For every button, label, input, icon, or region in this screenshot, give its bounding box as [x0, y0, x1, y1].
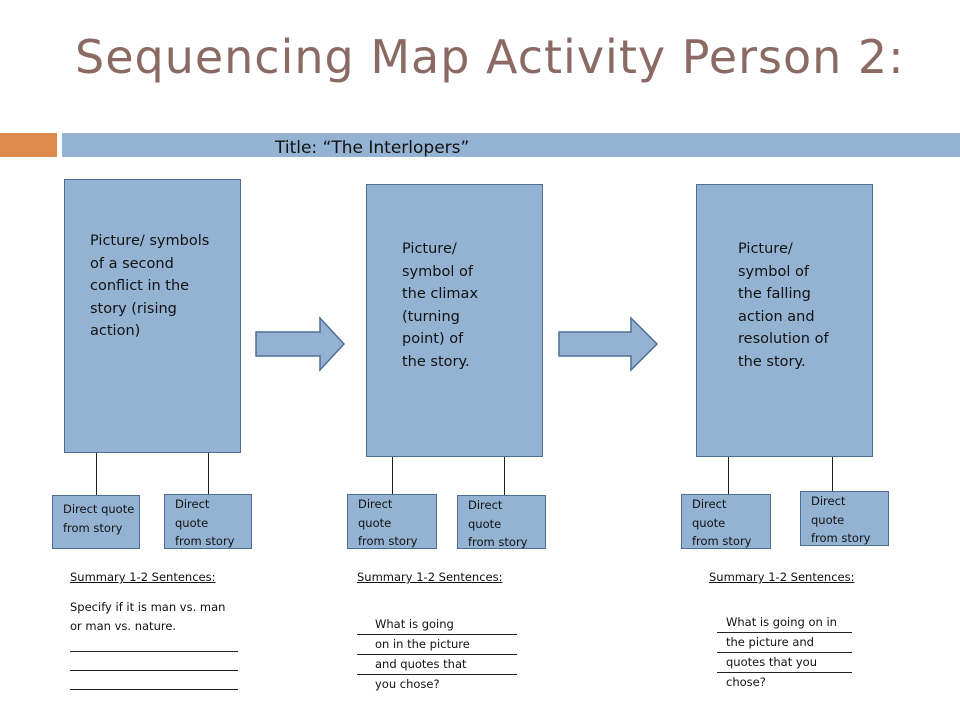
accent-bar-orange — [0, 133, 57, 157]
summary-line: and quotes that — [357, 655, 517, 675]
panel-line: the climax — [402, 286, 479, 302]
arrow-right-icon — [255, 316, 346, 372]
answer-line — [70, 651, 238, 652]
summary-line: What is going — [357, 615, 517, 635]
summary-line: you chose? — [375, 677, 440, 691]
answer-line — [70, 670, 238, 671]
panel-line: action and — [738, 308, 815, 325]
quote-line: from story — [358, 534, 418, 548]
connector-line — [96, 453, 97, 495]
panel-line: Picture/ symbols — [90, 233, 210, 249]
connector-line — [208, 453, 209, 495]
panel-line: the story. — [402, 353, 470, 370]
quote-box: Direct quote from story — [52, 495, 140, 549]
quote-line: quote — [811, 512, 845, 527]
panel-climax — [366, 184, 543, 457]
connector-line — [832, 457, 833, 491]
slide-title: Sequencing Map Activity Person 2: — [75, 30, 905, 84]
summary-line: the picture and — [717, 633, 852, 653]
answer-line — [70, 689, 238, 690]
panel-line: Picture/ — [738, 241, 793, 257]
quote-line: Direct — [175, 497, 210, 511]
panel-rising-action — [64, 179, 241, 453]
quote-line: quote — [175, 515, 209, 530]
panel-rising-action-text: Picture/ symbols of a second conflict in… — [90, 230, 209, 343]
panel-falling-action — [696, 184, 873, 457]
quote-line: Direct — [811, 494, 846, 508]
summary-line: What is going on in — [717, 613, 852, 633]
quote-box: Direct quote from story — [347, 494, 437, 549]
quote-box: Direct quote from story — [681, 494, 771, 549]
panel-climax-text: Picture/ symbol of the climax (turning p… — [402, 238, 478, 373]
summary-line: or man vs. nature. — [70, 619, 177, 633]
panel-falling-action-text: Picture/ symbol of the falling action an… — [738, 238, 829, 373]
panel-line: (turning — [402, 308, 460, 325]
quote-line: quote — [468, 516, 502, 531]
summary-line: quotes that you — [717, 653, 852, 673]
quote-line: quote — [358, 515, 392, 530]
summary-line: chose? — [726, 675, 766, 689]
panel-line: symbol of — [738, 263, 809, 280]
quote-line: Direct — [468, 498, 503, 512]
quote-line: from story — [811, 531, 871, 545]
panel-line: symbol of — [402, 263, 473, 280]
connector-line — [728, 457, 729, 494]
summary-line: Specify if it is man vs. man — [70, 600, 226, 614]
panel-line: story (rising — [90, 300, 177, 317]
summary-prompt: What is going on in the picture and quot… — [357, 615, 517, 694]
quote-line: from story — [692, 534, 752, 548]
arrow-right-icon — [558, 316, 659, 372]
quote-box: Direct quote from story — [457, 495, 546, 549]
quote-line: Direct — [358, 497, 393, 511]
summary-prompt: Specify if it is man vs. man or man vs. … — [70, 598, 225, 636]
quote-line: from story — [63, 520, 123, 535]
quote-box: Direct quote from story — [800, 491, 889, 546]
quote-line: Direct — [692, 497, 727, 511]
panel-line: of a second — [90, 255, 174, 272]
summary-prompt: What is going on in the picture and quot… — [717, 613, 852, 692]
panel-line: the story. — [738, 353, 806, 370]
quote-line: from story — [468, 535, 528, 549]
connector-line — [392, 457, 393, 494]
panel-line: Picture/ — [402, 241, 457, 257]
quote-line: quote — [692, 515, 726, 530]
summary-line: on in the picture — [357, 635, 517, 655]
story-title: Title: “The Interlopers” — [275, 138, 470, 158]
panel-line: point) of — [402, 331, 464, 347]
quote-line: Direct quote — [63, 502, 135, 516]
panel-line: resolution of — [738, 331, 829, 347]
quote-line: from story — [175, 534, 235, 548]
panel-line: the falling — [738, 286, 811, 302]
panel-line: conflict in the — [90, 278, 190, 294]
accent-bar-blue — [62, 133, 960, 157]
connector-line — [504, 457, 505, 495]
quote-box: Direct quote from story — [164, 494, 252, 549]
summary-label: Summary 1-2 Sentences: — [709, 570, 855, 584]
summary-label: Summary 1-2 Sentences: — [70, 570, 216, 584]
summary-label: Summary 1-2 Sentences: — [357, 570, 503, 584]
panel-line: action) — [90, 323, 141, 339]
